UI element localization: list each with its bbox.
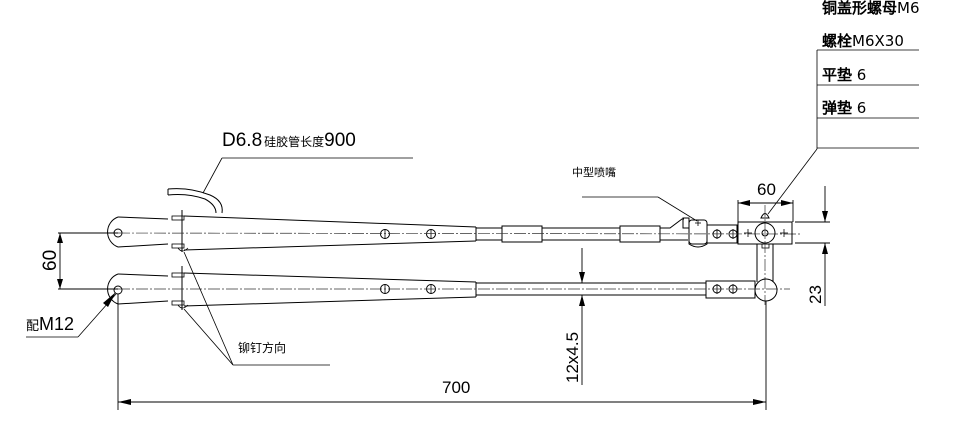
nozzle-callout: 中型喷嘴 — [572, 165, 698, 222]
mount-prefix: 配 — [26, 319, 39, 334]
upper-arm — [99, 210, 801, 252]
dim-arm-spacing: 60 — [40, 232, 118, 290]
part-2-name: 螺栓 — [822, 32, 852, 50]
rivet-label: 铆钉方向 — [238, 340, 286, 355]
hose-leader-line — [202, 157, 223, 194]
dim-bracket-offset: 23 — [795, 186, 830, 306]
rivet-callout: 铆钉方向 — [183, 251, 330, 366]
part-2-spec: M6X30 — [852, 32, 904, 50]
dim-tube: 12x4.5 — [563, 248, 585, 385]
hose-outer — [167, 188, 223, 214]
hose-inner — [167, 194, 217, 214]
lower-arm — [100, 266, 790, 310]
hose-prefix: D6.8 — [222, 130, 262, 151]
dim-total-length: 700 — [117, 294, 767, 410]
part-4-name: 弹垫 — [822, 99, 852, 117]
dim-bracket-width-value: 60 — [757, 180, 776, 199]
dim-bracket-offset-value: 23 — [806, 285, 825, 304]
mount-callout: 配M12 — [26, 292, 117, 338]
dim-total-length-value: 700 — [442, 378, 470, 397]
hose-name: 硅胶管长度 — [264, 134, 324, 149]
svg-text:螺栓M6X30: 螺栓M6X30 — [822, 32, 904, 50]
parts-list: 铜盖形螺母M6 螺栓M6X30 平垫 6 弹垫 6 — [767, 0, 920, 215]
lower-pivot — [754, 278, 778, 302]
cap-nut-icon — [760, 213, 770, 219]
svg-text:弹垫 6: 弹垫 6 — [822, 99, 866, 117]
part-1-spec: M6 — [897, 0, 920, 17]
dim-tube-value: 12x4.5 — [563, 332, 582, 383]
part-4-spec: 6 — [852, 99, 866, 117]
svg-text:配M12: 配M12 — [26, 314, 74, 334]
dim-arm-spacing-value: 60 — [40, 250, 61, 271]
mount-value: M12 — [39, 314, 74, 334]
upper-centerline — [99, 232, 801, 235]
part-1-name: 铜盖形螺母 — [822, 0, 897, 17]
upper-arm-end — [107, 216, 119, 248]
hose-value: 900 — [324, 130, 356, 151]
svg-text:平垫 6: 平垫 6 — [822, 66, 866, 84]
dim-bracket-width: 60 — [737, 180, 794, 222]
part-3-spec: 6 — [852, 66, 866, 84]
nozzle-label: 中型喷嘴 — [572, 165, 616, 179]
part-3-name: 平垫 — [822, 66, 852, 84]
svg-text:铜盖形螺母M6: 铜盖形螺母M6 — [822, 0, 920, 17]
bracket — [737, 205, 793, 305]
